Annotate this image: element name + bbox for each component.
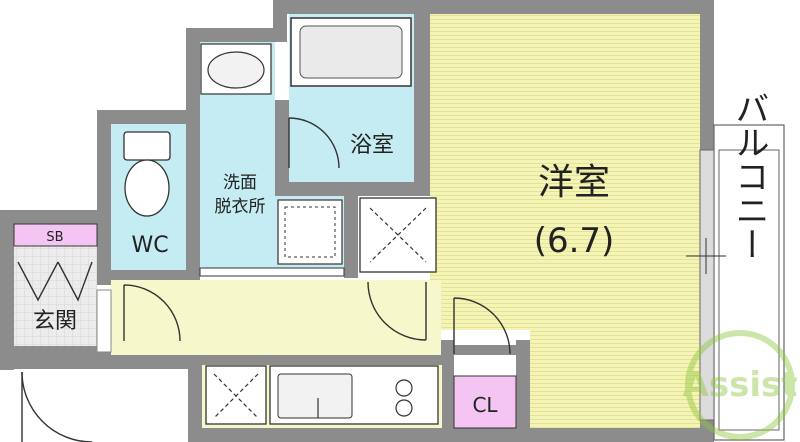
bath-label: 浴室 (350, 133, 394, 158)
fridge-space-icon (205, 365, 267, 425)
shoe-box-label: SB (46, 230, 63, 245)
washroom-label-line1: 洗面 (223, 173, 257, 193)
entry-step (96, 289, 112, 353)
door-swings (17, 117, 511, 442)
sink-icon (200, 43, 272, 95)
counter-edge (199, 267, 345, 277)
washroom-label-line2: 脱衣所 (215, 197, 266, 217)
closet-label: CL (472, 393, 498, 417)
entrance-floor (14, 246, 97, 346)
toilet-icon (123, 131, 171, 217)
washing-machine-icon (277, 199, 343, 265)
entrance-label: 玄関 (33, 309, 77, 334)
western-room-label: 洋室 (538, 162, 610, 203)
corridor-floor (111, 280, 441, 355)
kitchen-counter (269, 365, 439, 425)
watermark-logo: Assist (683, 330, 798, 440)
balcony-label: バルコニー (729, 91, 769, 261)
bathtub-icon (290, 17, 412, 87)
pipe-shaft-icon (359, 197, 437, 273)
closet-floor (453, 375, 517, 429)
western-room-size: (6.7) (534, 221, 615, 261)
western-room-floor-lower (530, 330, 700, 428)
wc-label: WC (131, 233, 168, 258)
western-room-floor-side (454, 196, 530, 330)
shoe-box (13, 223, 98, 247)
watermark-text: Assist (683, 365, 798, 405)
balcony (699, 124, 785, 441)
